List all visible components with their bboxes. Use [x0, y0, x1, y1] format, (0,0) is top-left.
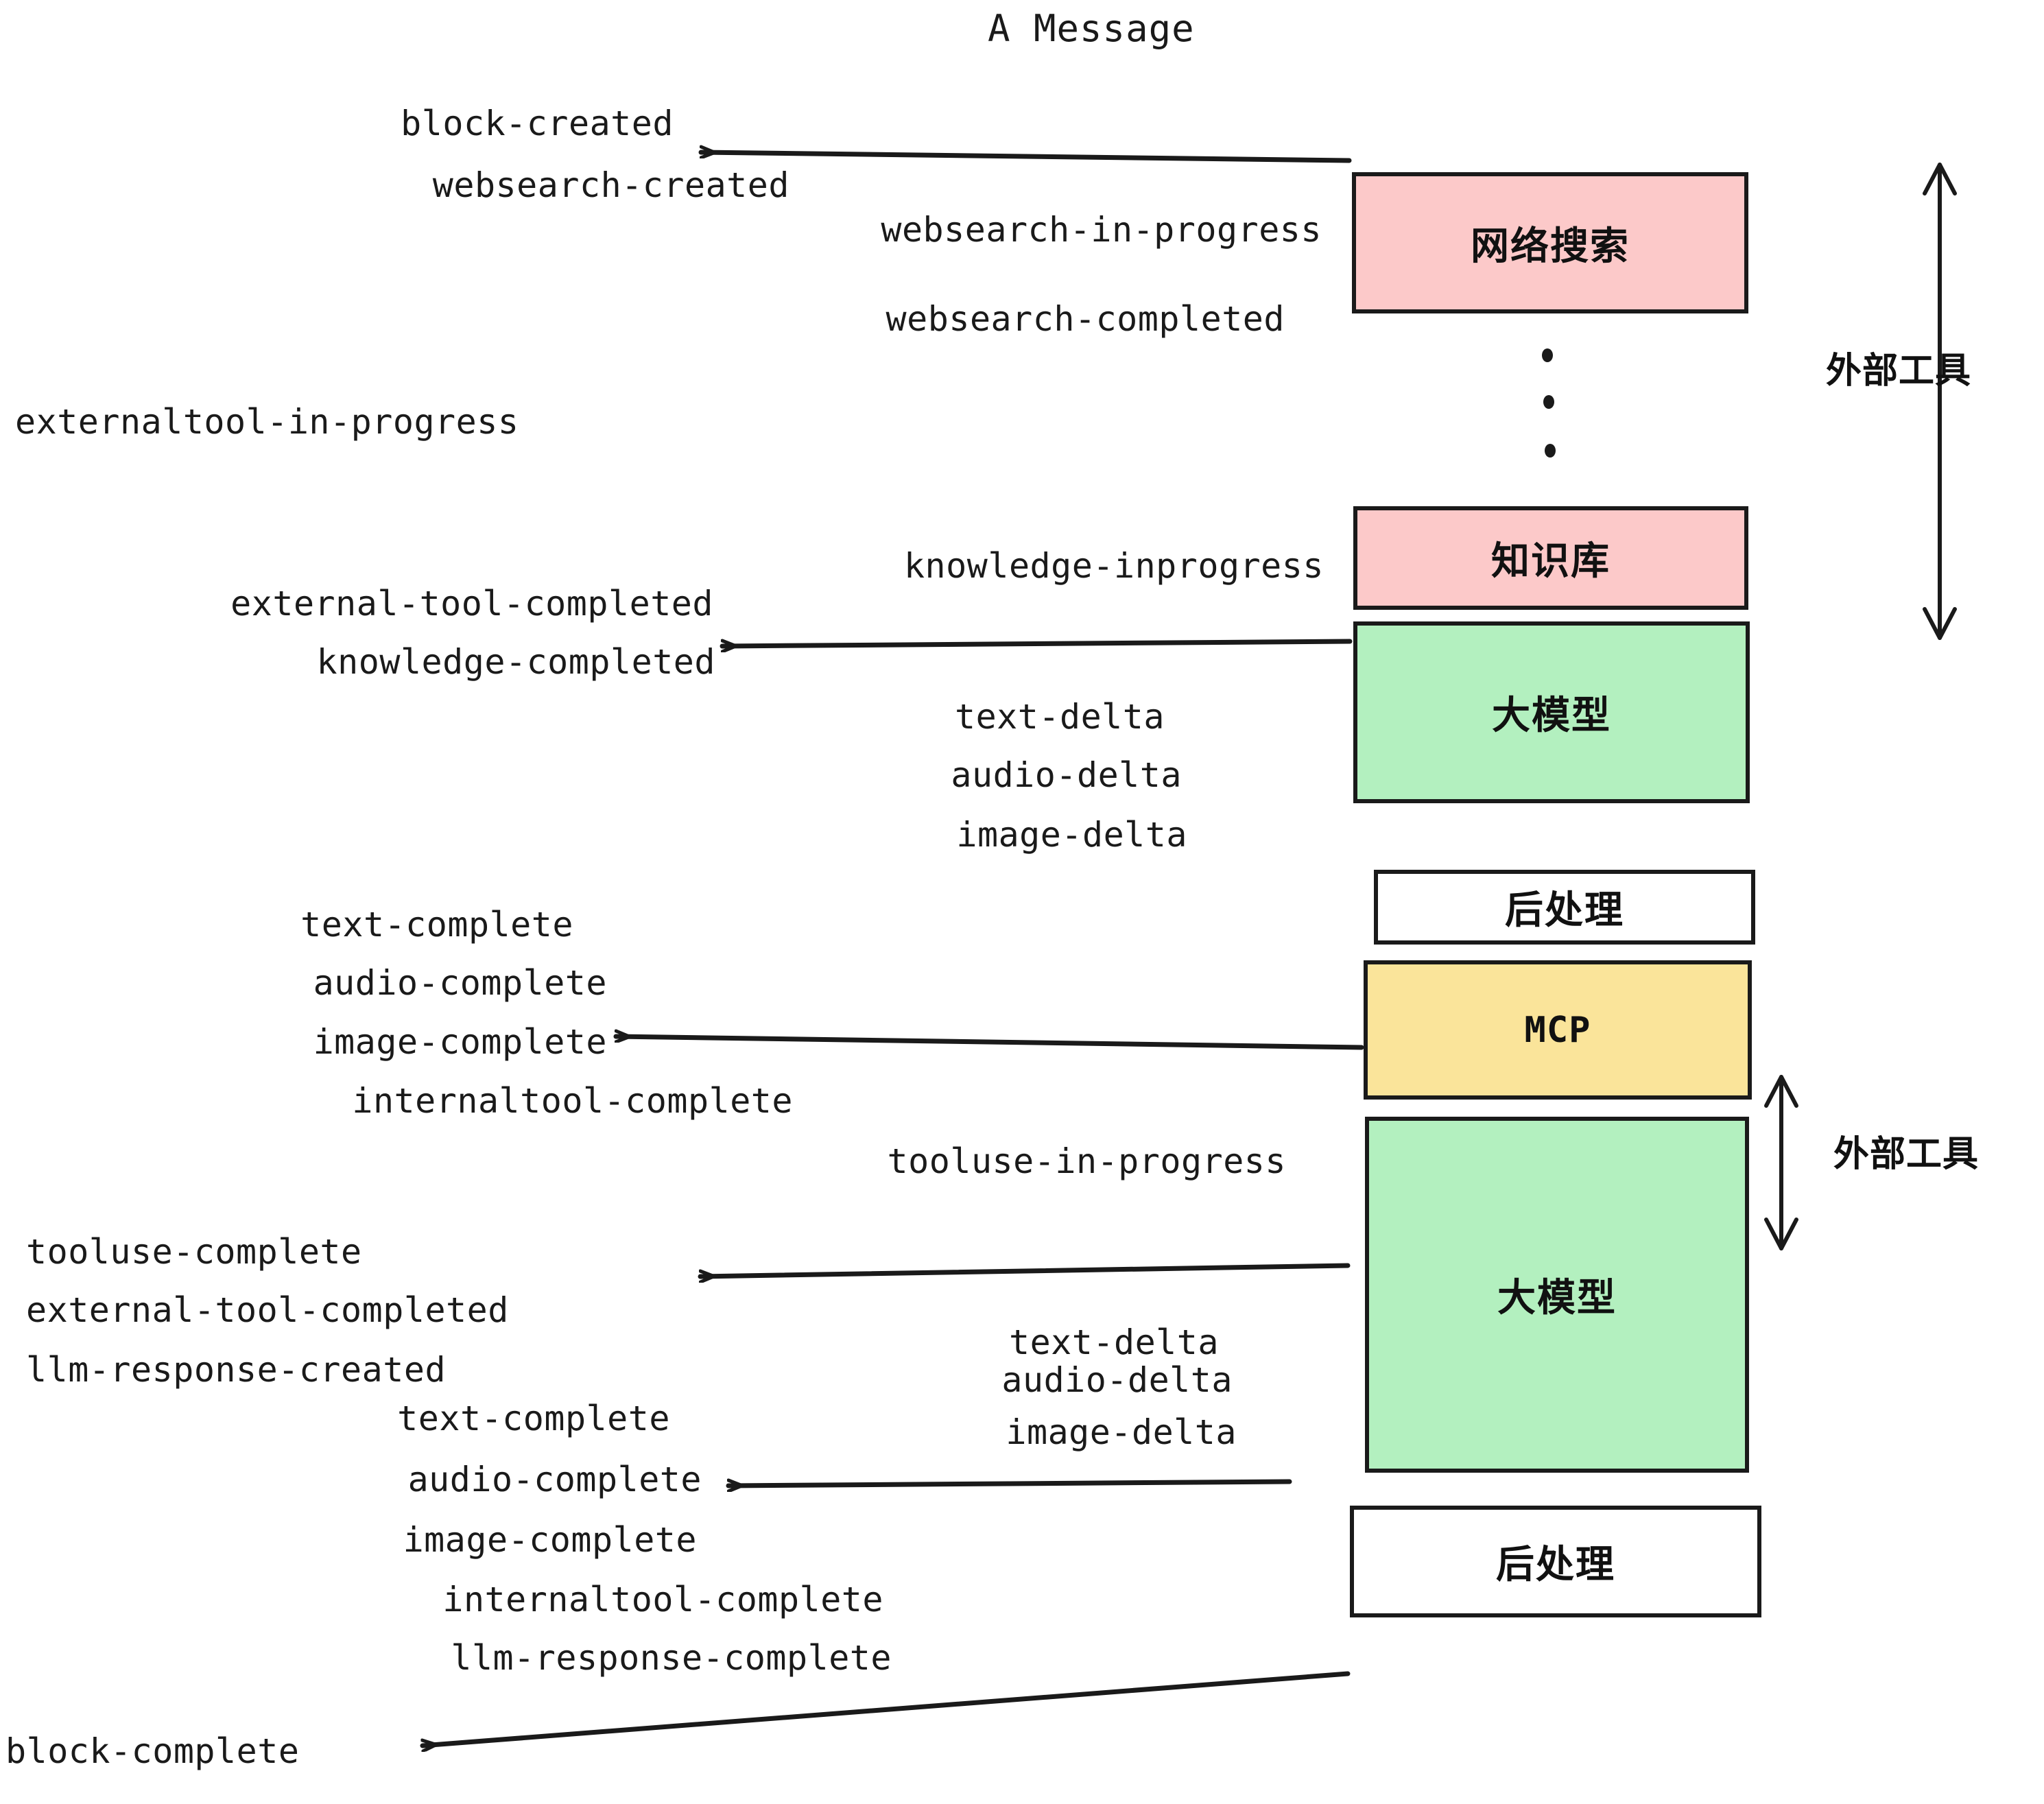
box-label: 知识库 — [1491, 539, 1611, 584]
arrow-image-complete-icon — [613, 1036, 1364, 1050]
box-knowledge[interactable]: 知识库 — [1353, 506, 1748, 610]
event-label-tooluse-in-progress: tooluse-in-progress — [887, 1141, 1286, 1181]
scope-label-external-tool-bottom: 外部工具 — [1833, 1134, 1980, 1175]
event-label-audio-complete-1: audio-complete — [313, 963, 607, 1003]
event-label-websearch-created: websearch-created — [432, 165, 789, 205]
event-label-text-complete-1: text-complete — [300, 905, 573, 945]
box-label: 后处理 — [1505, 888, 1624, 933]
diagram-title: A Message — [988, 7, 1195, 50]
event-label-image-complete-1: image-complete — [313, 1022, 607, 1062]
event-label-image-delta-1: image-delta — [956, 815, 1187, 855]
ellipsis-dot-3 — [1545, 444, 1556, 458]
box-websearch[interactable]: 网络搜索 — [1352, 172, 1748, 313]
box-label: 后处理 — [1496, 1543, 1615, 1587]
arrowhead-up-icon — [1764, 1075, 1798, 1108]
arrowhead-down-icon — [1764, 1218, 1798, 1250]
event-label-tooluse-complete: tooluse-complete — [26, 1232, 362, 1272]
arrow-tooluse-complete-icon — [698, 1263, 1351, 1277]
event-label-image-delta-2: image-delta — [1006, 1412, 1237, 1452]
event-label-text-delta-2: text-delta — [1008, 1322, 1219, 1362]
box-label: 大模型 — [1497, 1276, 1617, 1320]
event-label-audio-delta-1: audio-delta — [951, 755, 1182, 795]
event-label-external-tool-completed-1: external-tool-completed — [230, 584, 713, 624]
box-mcp[interactable]: MCP — [1364, 960, 1752, 1100]
event-label-block-complete: block-complete — [5, 1731, 300, 1771]
scope-label-external-tool-top: 外部工具 — [1826, 351, 1972, 392]
event-label-internaltool-complete-2: internaltool-complete — [442, 1580, 883, 1619]
event-label-llm-response-created: llm-response-created — [26, 1350, 447, 1390]
box-llm-2[interactable]: 大模型 — [1365, 1117, 1749, 1473]
event-label-knowledge-inprogress: knowledge-inprogress — [903, 546, 1324, 586]
event-label-text-complete-2: text-complete — [397, 1399, 670, 1438]
event-label-websearch-in-progress: websearch-in-progress — [881, 210, 1322, 250]
arrowhead-down-icon — [1923, 607, 1957, 640]
arrow-knowledge-done-icon — [720, 639, 1353, 646]
arrow-block-complete-icon — [420, 1671, 1351, 1746]
event-label-audio-complete-2: audio-complete — [407, 1460, 702, 1499]
event-label-external-tool-completed-2: external-tool-completed — [26, 1290, 509, 1330]
arrowhead-up-icon — [1923, 163, 1957, 195]
ellipsis-dot-1 — [1542, 348, 1553, 362]
event-label-text-delta-1: text-delta — [954, 697, 1165, 737]
event-label-externaltool-in-progress: externaltool-in-progress — [15, 402, 519, 442]
ellipsis-dot-2 — [1543, 395, 1554, 409]
event-label-llm-response-complete: llm-response-complete — [451, 1638, 892, 1678]
event-label-block-created: block-created — [401, 104, 674, 143]
box-label: MCP — [1524, 1009, 1591, 1051]
box-label: 网络搜索 — [1471, 224, 1630, 269]
arrow-block-created-icon — [698, 152, 1352, 163]
event-label-knowledge-completed: knowledge-completed — [316, 642, 715, 682]
event-label-internaltool-complete-1: internaltool-complete — [352, 1081, 793, 1121]
event-label-audio-delta-2: audio-delta — [1001, 1360, 1233, 1400]
box-postproc-2[interactable]: 后处理 — [1350, 1506, 1761, 1617]
box-postproc-1[interactable]: 后处理 — [1374, 870, 1755, 945]
box-label: 大模型 — [1492, 693, 1611, 738]
box-llm-1[interactable]: 大模型 — [1353, 621, 1750, 803]
arrow-audio-complete-icon — [726, 1482, 1292, 1486]
event-label-image-complete-2: image-complete — [403, 1520, 697, 1560]
event-label-websearch-completed: websearch-completed — [886, 299, 1285, 339]
